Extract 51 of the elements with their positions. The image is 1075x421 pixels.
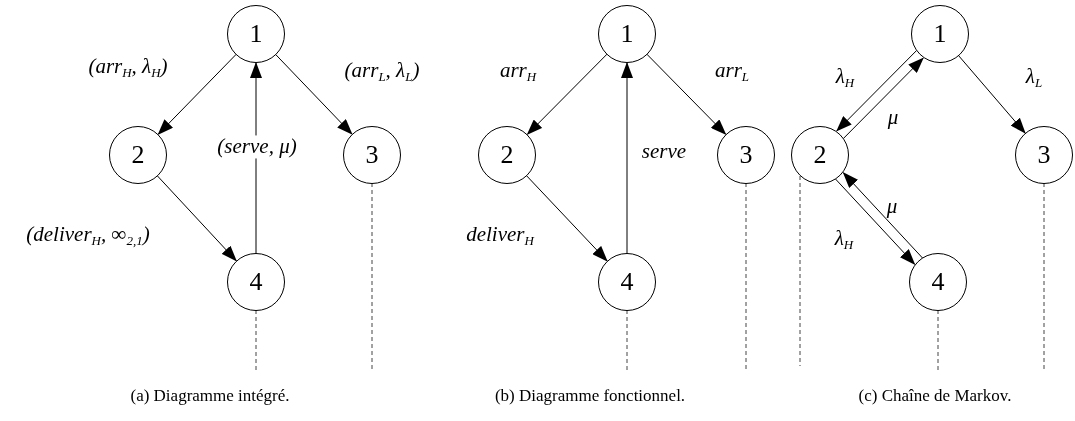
arrow [621, 62, 633, 255]
edge-label: μ [887, 106, 899, 130]
arrow [842, 57, 924, 140]
state-number: 4 [249, 269, 263, 295]
dashed-line [745, 182, 747, 371]
state-number: 4 [620, 269, 634, 295]
state-number: 2 [131, 142, 145, 168]
state-circle [791, 126, 849, 184]
subfigure-caption: (b) Diagramme fonctionnel. [494, 386, 686, 406]
state-number: 2 [813, 142, 827, 168]
edge-label: arr$_{L}$ [714, 59, 750, 85]
state-number: 4 [931, 269, 945, 295]
dashed-line [255, 309, 257, 371]
dashed-line [1043, 182, 1045, 371]
subfigure-caption: (a) Diagramme intégré. [130, 386, 290, 406]
arrow [957, 54, 1026, 134]
edge-label: serve [641, 140, 687, 164]
state-circle [598, 5, 656, 63]
arrow [836, 49, 918, 132]
edge-label: λ$_{H}$ [835, 65, 855, 91]
state-number: 1 [620, 21, 634, 47]
arrow [274, 53, 353, 135]
arrow [646, 53, 727, 136]
arrow [156, 175, 237, 262]
state-number: 1 [933, 21, 947, 47]
arrow [526, 53, 608, 136]
state-number: 1 [249, 21, 263, 47]
state-circle [478, 126, 536, 184]
dashed-line [626, 309, 628, 371]
edge-label: (arr$_{H}$, λ$_{H}$) [88, 55, 168, 81]
arrow [834, 178, 916, 265]
arrow [525, 174, 608, 262]
state-number: 3 [739, 142, 753, 168]
edge-label: (serve, μ) [217, 135, 297, 159]
state-number: 2 [500, 142, 514, 168]
edge-label: λ$_{L}$ [1025, 65, 1043, 91]
dashed-line [937, 309, 939, 371]
edge-label: arr$_{H}$ [499, 59, 537, 85]
arrow [842, 172, 924, 259]
subfigure-caption: (c) Chaîne de Markov. [858, 386, 1012, 406]
edge-label: (deliver$_{H}$, ∞$_{2,1}$) [26, 223, 150, 249]
state-number: 3 [1037, 142, 1051, 168]
edge-label: μ [886, 195, 898, 219]
state-circle [227, 5, 285, 63]
edge-label: deliver$_{H}$ [466, 223, 534, 249]
state-number: 3 [365, 142, 379, 168]
edge-label: λ$_{H}$ [834, 227, 854, 253]
state-circle [109, 126, 167, 184]
arrow [157, 53, 237, 135]
dashed-line [371, 182, 373, 371]
edge-label: (arr$_{L}$, λ$_{L}$) [344, 59, 420, 85]
